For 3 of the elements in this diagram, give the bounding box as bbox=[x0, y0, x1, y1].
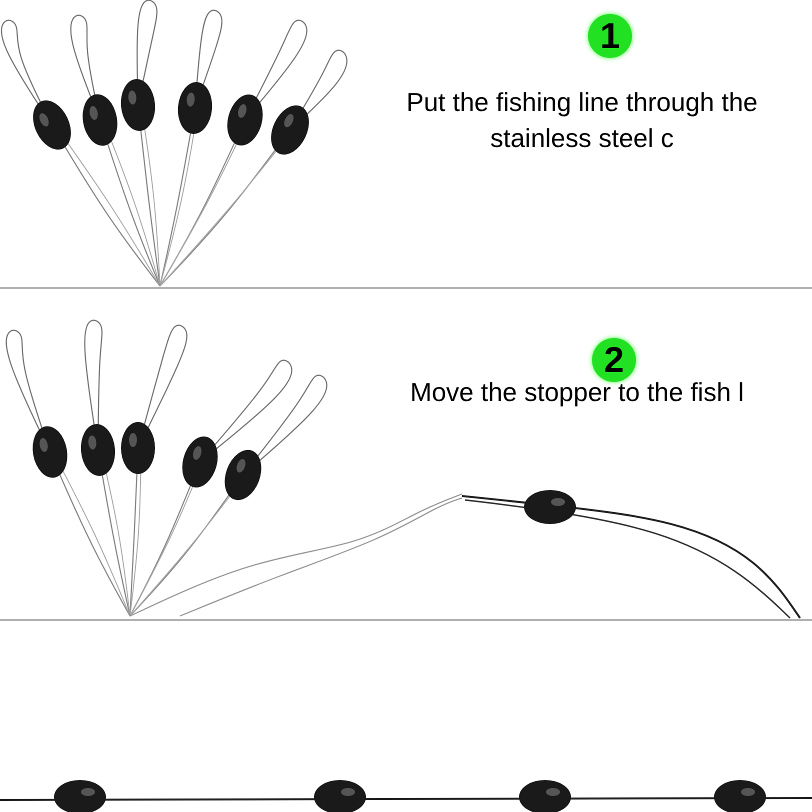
step-number: 2 bbox=[592, 338, 636, 382]
step-number: 1 bbox=[588, 14, 632, 58]
instruction-text: Put the fishing line through the stainless steel c bbox=[405, 86, 759, 156]
